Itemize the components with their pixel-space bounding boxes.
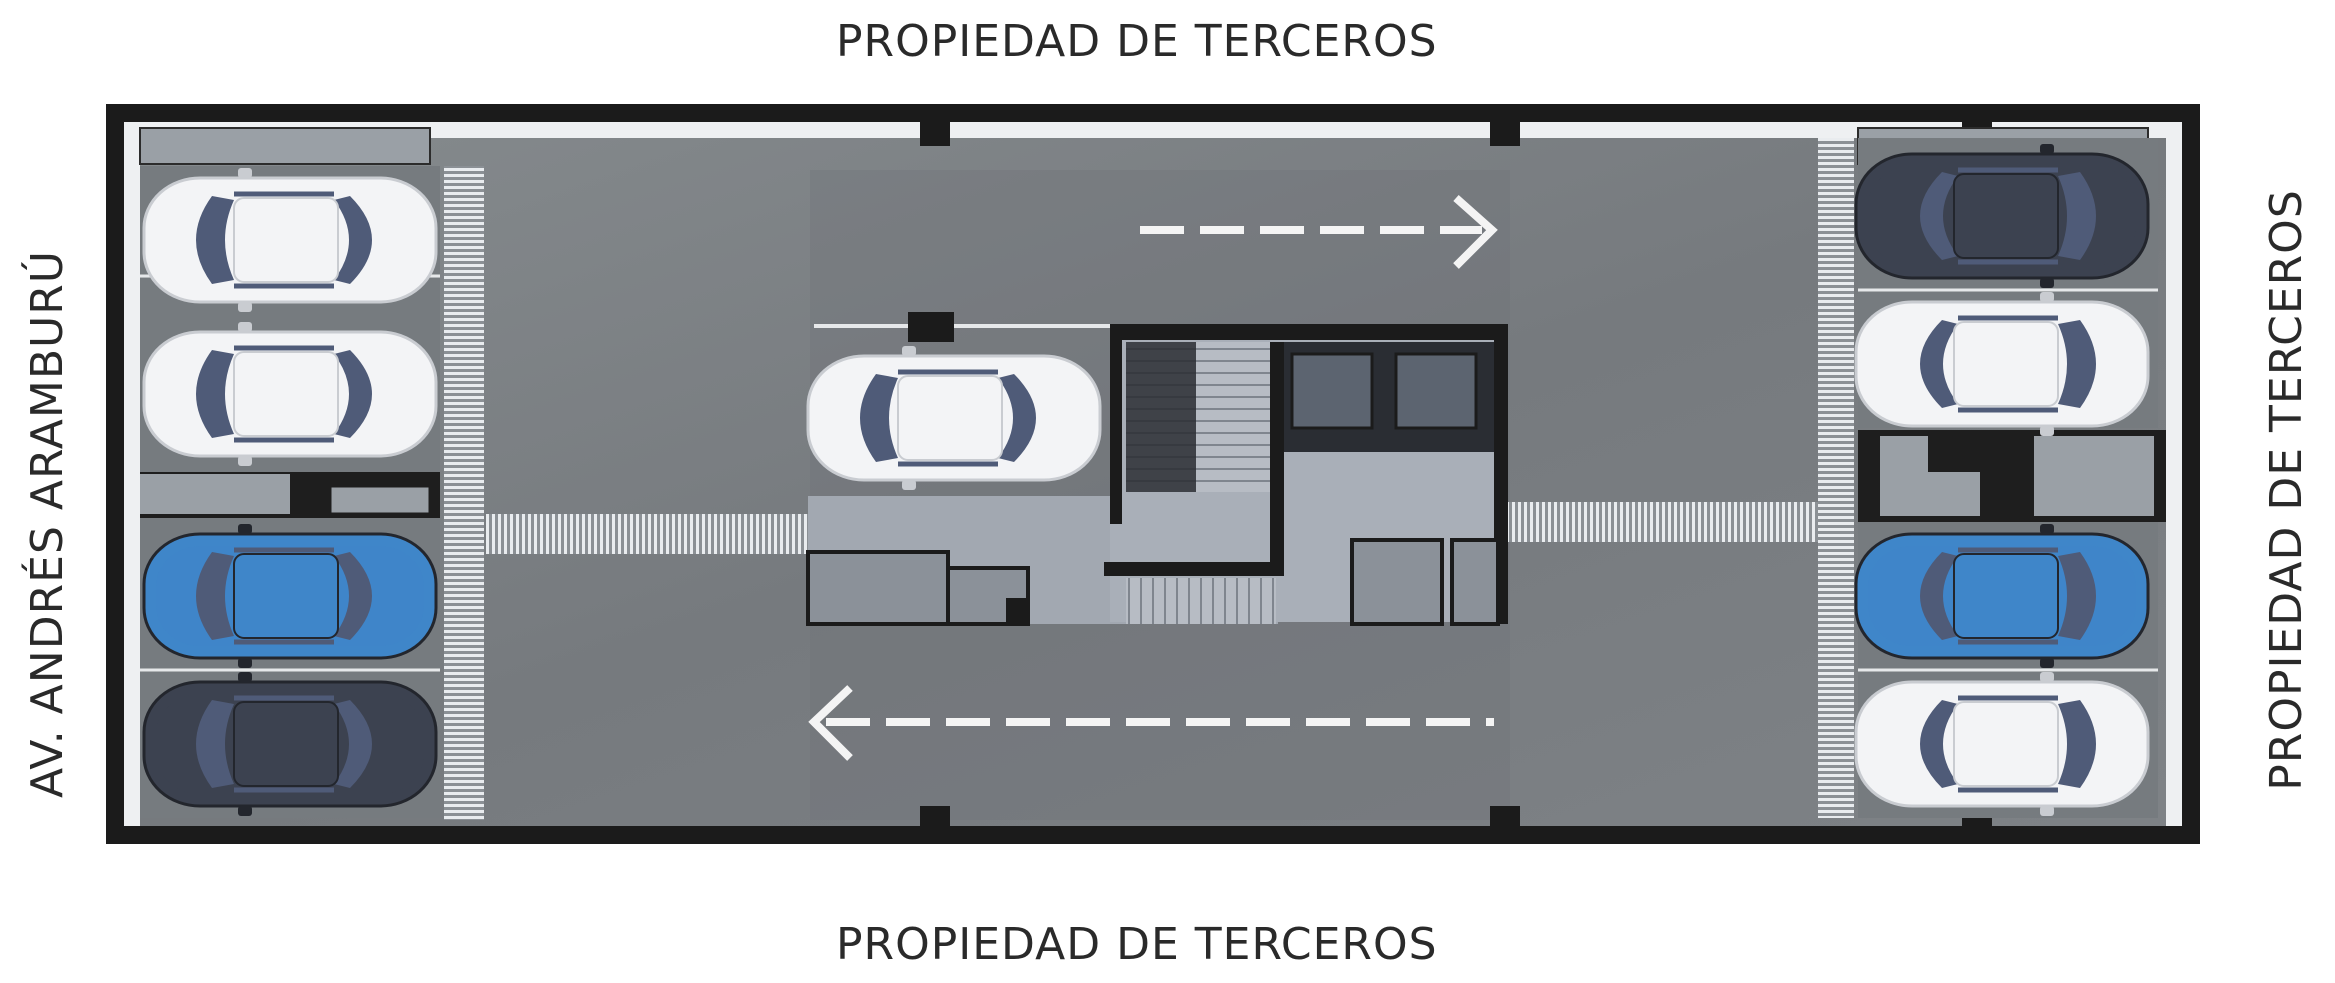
barrier-box: [908, 312, 954, 342]
car-white: [142, 322, 438, 466]
left-crosswalk: [486, 514, 810, 554]
staircase-lower: [1126, 578, 1276, 624]
top-neighbor-label: PROPIEDAD DE TERCEROS: [836, 16, 1438, 67]
elevator-car-1: [1290, 352, 1374, 430]
bottom-neighbor-label: PROPIEDAD DE TERCEROS: [836, 919, 1438, 970]
car-blue: [142, 524, 438, 668]
car-dark: [142, 672, 438, 816]
car-white: [806, 346, 1102, 490]
arrow-left-icon: [808, 685, 1494, 761]
right-pedestrian-strip: [1818, 138, 1854, 818]
car-dark: [1854, 144, 2150, 288]
parked-cars: [142, 144, 2150, 816]
arrow-right-icon: [1140, 195, 1498, 269]
central-core: [806, 312, 1508, 626]
car-blue: [1854, 524, 2150, 668]
left-pedestrian-strip: [444, 166, 484, 820]
car-white: [1854, 292, 2150, 436]
elevator-car-2: [1394, 352, 1478, 430]
car-white: [1854, 672, 2150, 816]
car-white: [142, 168, 438, 312]
right-crosswalk: [1500, 502, 1818, 542]
